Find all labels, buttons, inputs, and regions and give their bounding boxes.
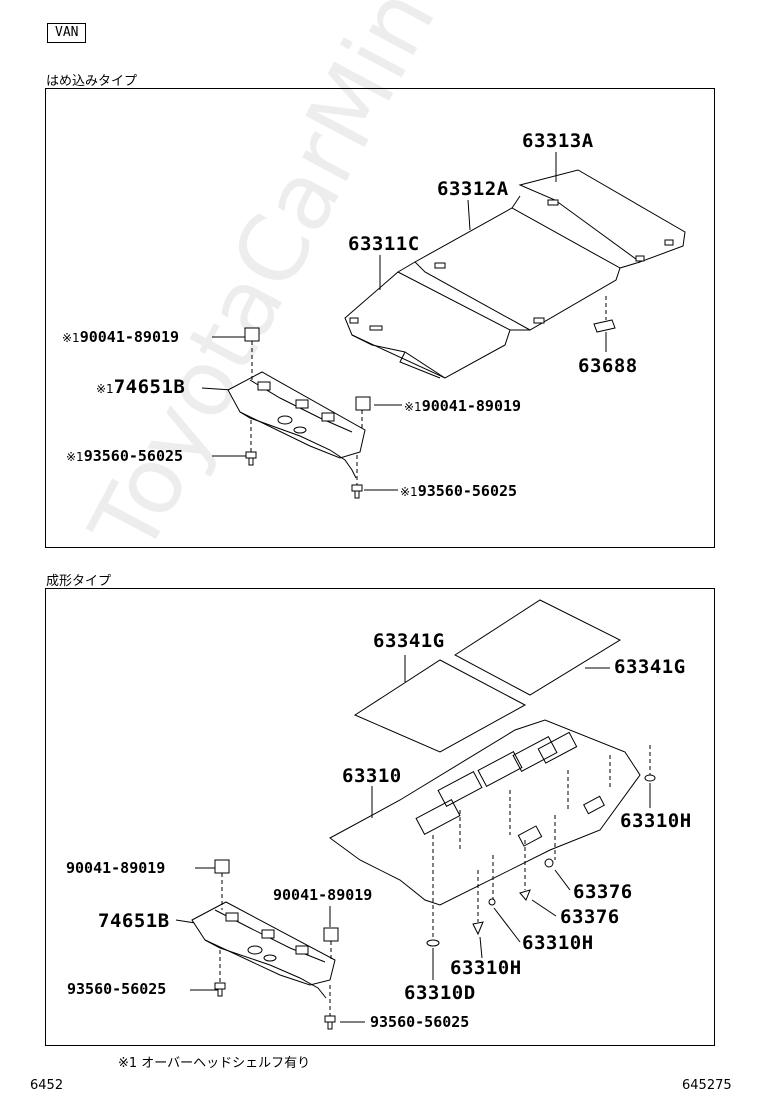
footer-left-code: 6452 <box>30 1078 64 1093</box>
label-93560-left: ※193560-56025 <box>66 447 184 465</box>
label-63310D: 63310D <box>404 982 476 1004</box>
lower-leaders <box>175 655 651 1023</box>
upper-leaders <box>201 152 607 491</box>
van-badge: VAN <box>47 23 87 43</box>
lower-shelf <box>191 859 339 1030</box>
label-63310: 63310 <box>342 765 402 787</box>
footer-right-code: 645275 <box>682 1078 732 1093</box>
label-63376-b: 63376 <box>560 906 620 928</box>
label-90041-lower-left: 90041-89019 <box>66 859 166 877</box>
label-93560-lower-right: 93560-56025 <box>370 1013 470 1031</box>
upper-section-title: はめ込みタイプ <box>46 74 138 89</box>
label-63310H-right: 63310H <box>620 810 692 832</box>
label-63310H-mid: 63310H <box>522 932 594 954</box>
label-74651B: ※174651B <box>96 376 186 398</box>
lower-section-title: 成形タイプ <box>46 574 112 589</box>
upper-shelf <box>227 327 371 499</box>
label-63376-a: 63376 <box>573 881 633 903</box>
upper-section-frame <box>45 88 715 548</box>
upper-roof-panels <box>344 169 686 379</box>
lower-headliner <box>329 719 651 938</box>
label-63688: 63688 <box>578 355 638 377</box>
label-63341G-right: 63341G <box>614 656 686 678</box>
label-63312A: 63312A <box>437 178 509 200</box>
lower-section-frame <box>45 588 715 1046</box>
label-90041-lower-mid: 90041-89019 <box>273 886 373 904</box>
footnote: ※1 オーバーヘッドシェルフ有り <box>118 1056 311 1071</box>
label-93560-right: ※193560-56025 <box>400 482 518 500</box>
label-63311C: 63311C <box>348 233 420 255</box>
lower-fasteners <box>426 774 656 947</box>
label-63313A: 63313A <box>522 130 594 152</box>
label-93560-lower-left: 93560-56025 <box>67 980 167 998</box>
label-63341G-top: 63341G <box>373 630 445 652</box>
label-63310H-low: 63310H <box>450 957 522 979</box>
label-90041-left: ※190041-89019 <box>62 328 180 346</box>
label-90041-right: ※190041-89019 <box>404 397 522 415</box>
lower-pads <box>353 599 622 753</box>
label-74651B-lower: 74651B <box>98 910 170 932</box>
